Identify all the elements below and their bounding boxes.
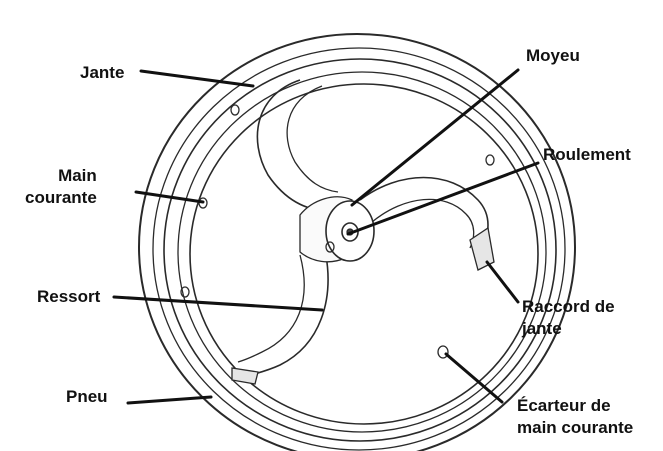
leader-roulement bbox=[348, 163, 538, 234]
label-main-courante: Main courante bbox=[25, 165, 97, 209]
leader-raccord bbox=[487, 262, 518, 302]
label-ecarteur: Écarteur de main courante bbox=[517, 395, 633, 439]
label-roulement: Roulement bbox=[543, 144, 631, 166]
label-moyeu: Moyeu bbox=[526, 45, 580, 67]
spring-upper bbox=[257, 80, 330, 212]
label-jante: Jante bbox=[80, 62, 124, 84]
leader-pneu bbox=[128, 397, 211, 403]
leader-ressort bbox=[114, 297, 322, 310]
label-pneu: Pneu bbox=[66, 386, 108, 408]
leader-jante bbox=[141, 71, 253, 86]
rim-connector-lower bbox=[232, 368, 258, 384]
label-raccord-de-jante: Raccord de jante bbox=[522, 296, 615, 340]
leader-moyeu bbox=[352, 70, 518, 205]
spring-lower bbox=[240, 250, 328, 378]
label-ressort: Ressort bbox=[37, 286, 100, 308]
